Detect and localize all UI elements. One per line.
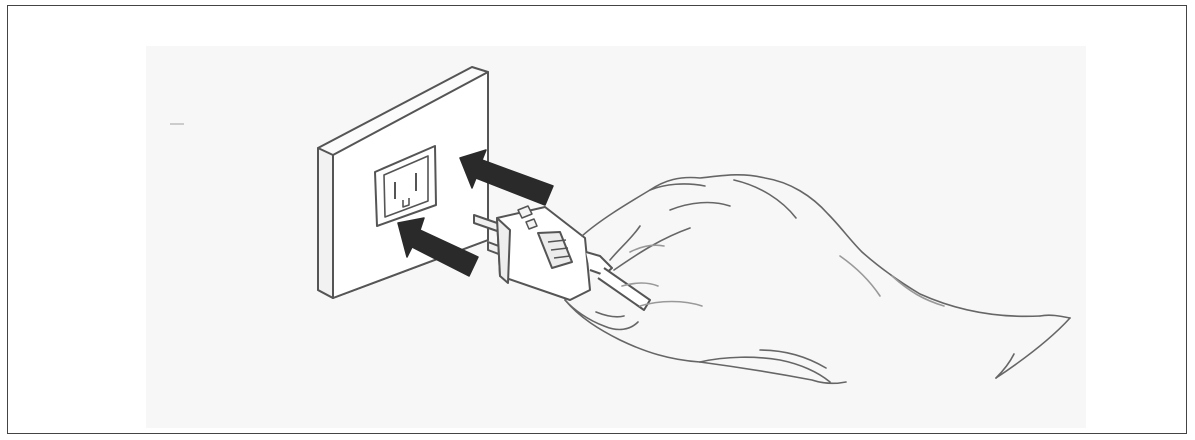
power-plug-icon	[474, 206, 650, 310]
hand-icon	[565, 175, 1070, 383]
